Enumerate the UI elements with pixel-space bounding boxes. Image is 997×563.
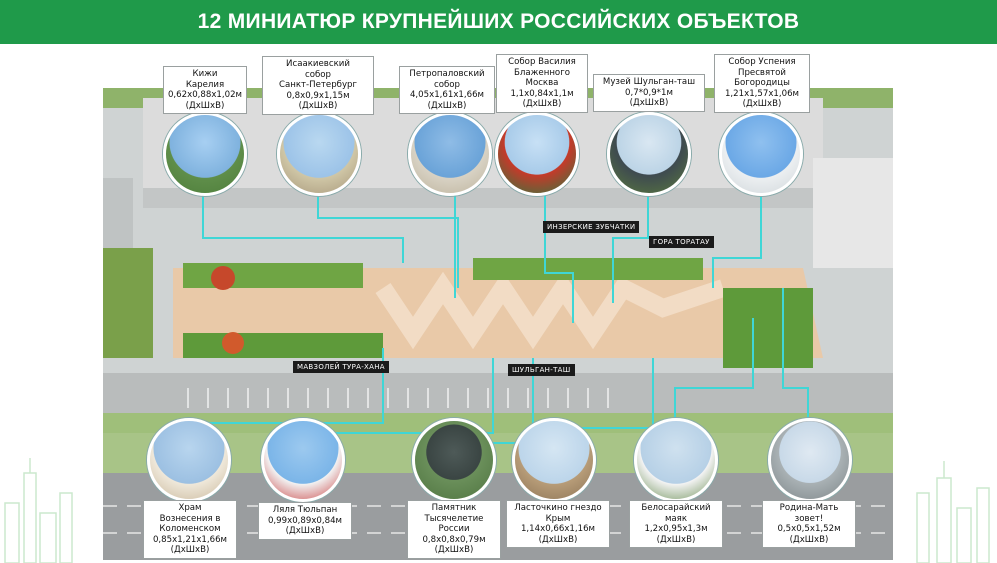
page-title: 12 МИНИАТЮР КРУПНЕЙШИХ РОССИЙСКИХ ОБЪЕКТ… (197, 10, 800, 33)
label-peter-paul: Петропаловский собор 4,05х1,61х1,66м (Дх… (399, 66, 495, 114)
label-millennium: Памятник Тысячелетие России 0,8х0,8х0,79… (407, 500, 501, 559)
label-motherland: Родина-Мать зовет! 0,5х0,5х1,52м (ДхШхВ) (762, 500, 856, 548)
label-assumption: Собор Успения Пресвятой Богородицы 1,21х… (714, 54, 810, 113)
map-tag-mausoleum: МАВЗОЛЕЙ ТУРА-ХАНА (293, 361, 389, 373)
label-shulgan-museum: Музей Шульган-таш 0,7*0,9*1м (ДхШхВ) (593, 74, 705, 112)
kizhi-church-icon (163, 112, 247, 196)
label-ascension: Храм Вознесения в Коломенском 0,85х1,21х… (143, 500, 237, 559)
map-tag-shulgan: ШУЛЬГАН-ТАШ (508, 364, 575, 376)
swallow-nest-castle-icon (512, 418, 596, 502)
ascension-church-icon (147, 418, 231, 502)
st-basil-cathedral-icon (495, 112, 579, 196)
peter-paul-cathedral-icon (408, 112, 492, 196)
label-kizhi: Кижи Карелия 0,62х0,88х1,02м (ДхШхВ) (163, 66, 247, 114)
label-isaac: Исаакиевский собор Санкт-Петербург 0,8х0… (262, 56, 374, 115)
isaac-cathedral-icon (277, 112, 361, 196)
map-tag-inzer: ИНЗЕРСКИЕ ЗУБЧАТКИ (543, 221, 640, 233)
map-tag-toratau: ГОРА ТОРАТАУ (649, 236, 714, 248)
lyalya-tulpan-mosque-icon (261, 418, 345, 502)
label-lyalya-tulpan: Ляля Тюльпан 0,99х0,89х0,84м (ДхШхВ) (258, 502, 352, 540)
label-swallow-nest: Ласточкино гнездо Крым 1,14х0,66х1,16м (… (506, 500, 610, 548)
assumption-cathedral-icon (719, 112, 803, 196)
belosaraysky-lighthouse-icon (634, 418, 718, 502)
page-header: 12 МИНИАТЮР КРУПНЕЙШИХ РОССИЙСКИХ ОБЪЕКТ… (0, 0, 997, 44)
shulgan-tash-museum-icon (607, 112, 691, 196)
skyline-decoration-left (4, 458, 73, 563)
motherland-statue-icon (768, 418, 852, 502)
label-lighthouse: Белосарайский маяк 1,2х0,95х1,3м (ДхШхВ) (629, 500, 723, 548)
label-st-basil: Собор Василия Блаженного Москва 1,1х0,84… (496, 54, 588, 113)
millennium-monument-icon (412, 418, 496, 502)
skyline-decoration-right (916, 461, 990, 563)
